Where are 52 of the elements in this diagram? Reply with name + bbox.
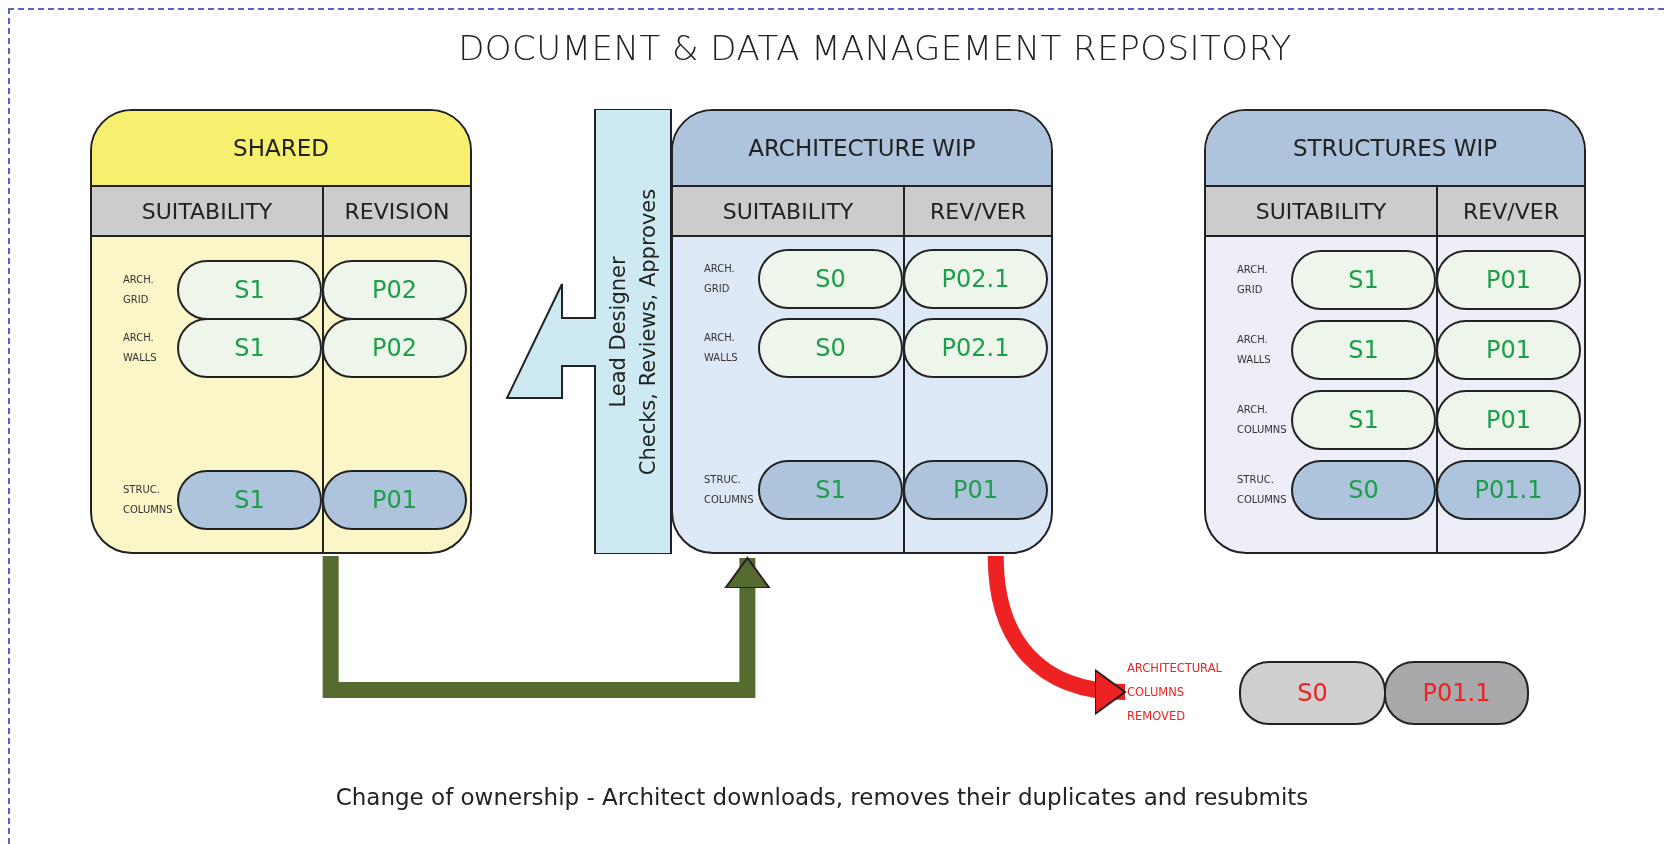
status-pill: P02 — [322, 260, 467, 320]
row-label: STRUC. COLUMNS — [1237, 473, 1288, 507]
repository-panel — [90, 109, 472, 554]
arrow-text: Checks, Reviews, Approves — [636, 188, 660, 475]
row-label: ARCH. GRID — [1237, 263, 1269, 297]
row-label: STRUC. COLUMNS — [123, 483, 174, 517]
status-pill: S1 — [177, 260, 322, 320]
row-label: ARCH. COLUMNS — [1237, 403, 1288, 437]
repository-panel — [1204, 109, 1586, 554]
status-pill: S1 — [177, 318, 322, 378]
panel-title: STRUCTURES WIP — [1206, 111, 1584, 185]
status-pill: S1 — [1291, 250, 1436, 310]
repository-panel — [671, 109, 1053, 554]
column-header: SUITABILITY — [140, 197, 274, 226]
status-pill: S1 — [1291, 390, 1436, 450]
row-label: ARCH. WALLS — [704, 331, 739, 365]
status-pill: P01.1 — [1384, 661, 1529, 725]
status-pill: S0 — [758, 318, 903, 378]
status-pill: P01 — [903, 460, 1048, 520]
status-pill: S1 — [1291, 320, 1436, 380]
column-header: SUITABILITY — [721, 197, 855, 226]
status-pill: P02.1 — [903, 318, 1048, 378]
row-label: ARCH. WALLS — [1237, 333, 1272, 367]
row-label: ARCH. GRID — [704, 262, 736, 296]
row-label: ARCH. GRID — [123, 273, 155, 307]
status-pill: P01 — [1436, 250, 1581, 310]
status-pill: P02.1 — [903, 249, 1048, 309]
row-label: STRUC. COLUMNS — [704, 473, 755, 507]
status-pill: S1 — [758, 460, 903, 520]
status-pill: S0 — [758, 249, 903, 309]
status-pill: P01 — [322, 470, 467, 530]
panel-title: ARCHITECTURE WIP — [673, 111, 1051, 185]
status-pill: S0 — [1239, 661, 1386, 725]
diagram-caption: Change of ownership - Architect downloads, removes their duplicates and resubmits — [334, 784, 1310, 810]
flow-arrow — [322, 556, 771, 698]
note-text: ARCHITECTURAL COLUMNS REMOVED — [1127, 656, 1239, 728]
row-label: ARCH. WALLS — [123, 331, 158, 365]
status-pill: P02 — [322, 318, 467, 378]
arrow-text: Lead Designer — [606, 255, 630, 408]
column-header: REVISION — [322, 187, 470, 235]
column-header: REV/VER — [903, 187, 1051, 235]
status-pill: S0 — [1291, 460, 1436, 520]
column-header: REV/VER — [1436, 187, 1584, 235]
column-header: SUITABILITY — [1254, 197, 1388, 226]
status-pill: P01 — [1436, 320, 1581, 380]
status-pill: P01 — [1436, 390, 1581, 450]
status-pill: S1 — [177, 470, 322, 530]
block-arrow — [506, 109, 672, 554]
panel-title: SHARED — [92, 111, 470, 185]
diagram-title: DOCUMENT & DATA MANAGEMENT REPOSITORY — [457, 28, 1293, 68]
flow-arrow — [987, 555, 1126, 714]
status-pill: P01.1 — [1436, 460, 1581, 520]
